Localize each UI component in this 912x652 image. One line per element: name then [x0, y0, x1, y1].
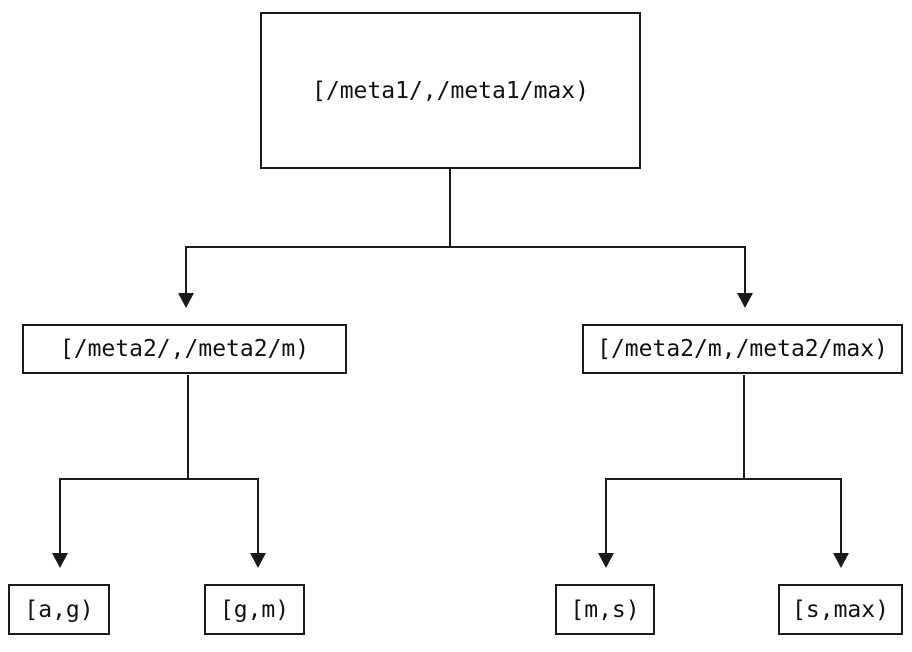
- tree-node-root: [/meta1/,/meta1/max): [260, 12, 641, 169]
- tree-node-left-child: [/meta2/,/meta2/m): [22, 324, 347, 374]
- arrowhead-to-leaf-gm-icon: [250, 553, 266, 568]
- arrowhead-to-leaf-ag-icon: [52, 553, 68, 568]
- tree-node-leaf-gm: [g,m): [204, 584, 305, 635]
- tree-node-leaf-ms: [m,s): [555, 584, 655, 635]
- tree-node-leaf-smax: [s,max): [778, 584, 903, 635]
- tree-node-right-child: [/meta2/m,/meta2/max): [582, 324, 903, 374]
- edge-right-rail: [605, 478, 842, 554]
- edge-root-rail: [185, 246, 746, 294]
- arrowhead-to-left-icon: [178, 293, 194, 308]
- tree-node-leaf-ag: [a,g): [8, 584, 110, 635]
- arrowhead-to-leaf-smax-icon: [833, 553, 849, 568]
- arrowhead-to-right-icon: [737, 293, 753, 308]
- arrowhead-to-leaf-ms-icon: [598, 553, 614, 568]
- edge-left-rail: [59, 478, 259, 554]
